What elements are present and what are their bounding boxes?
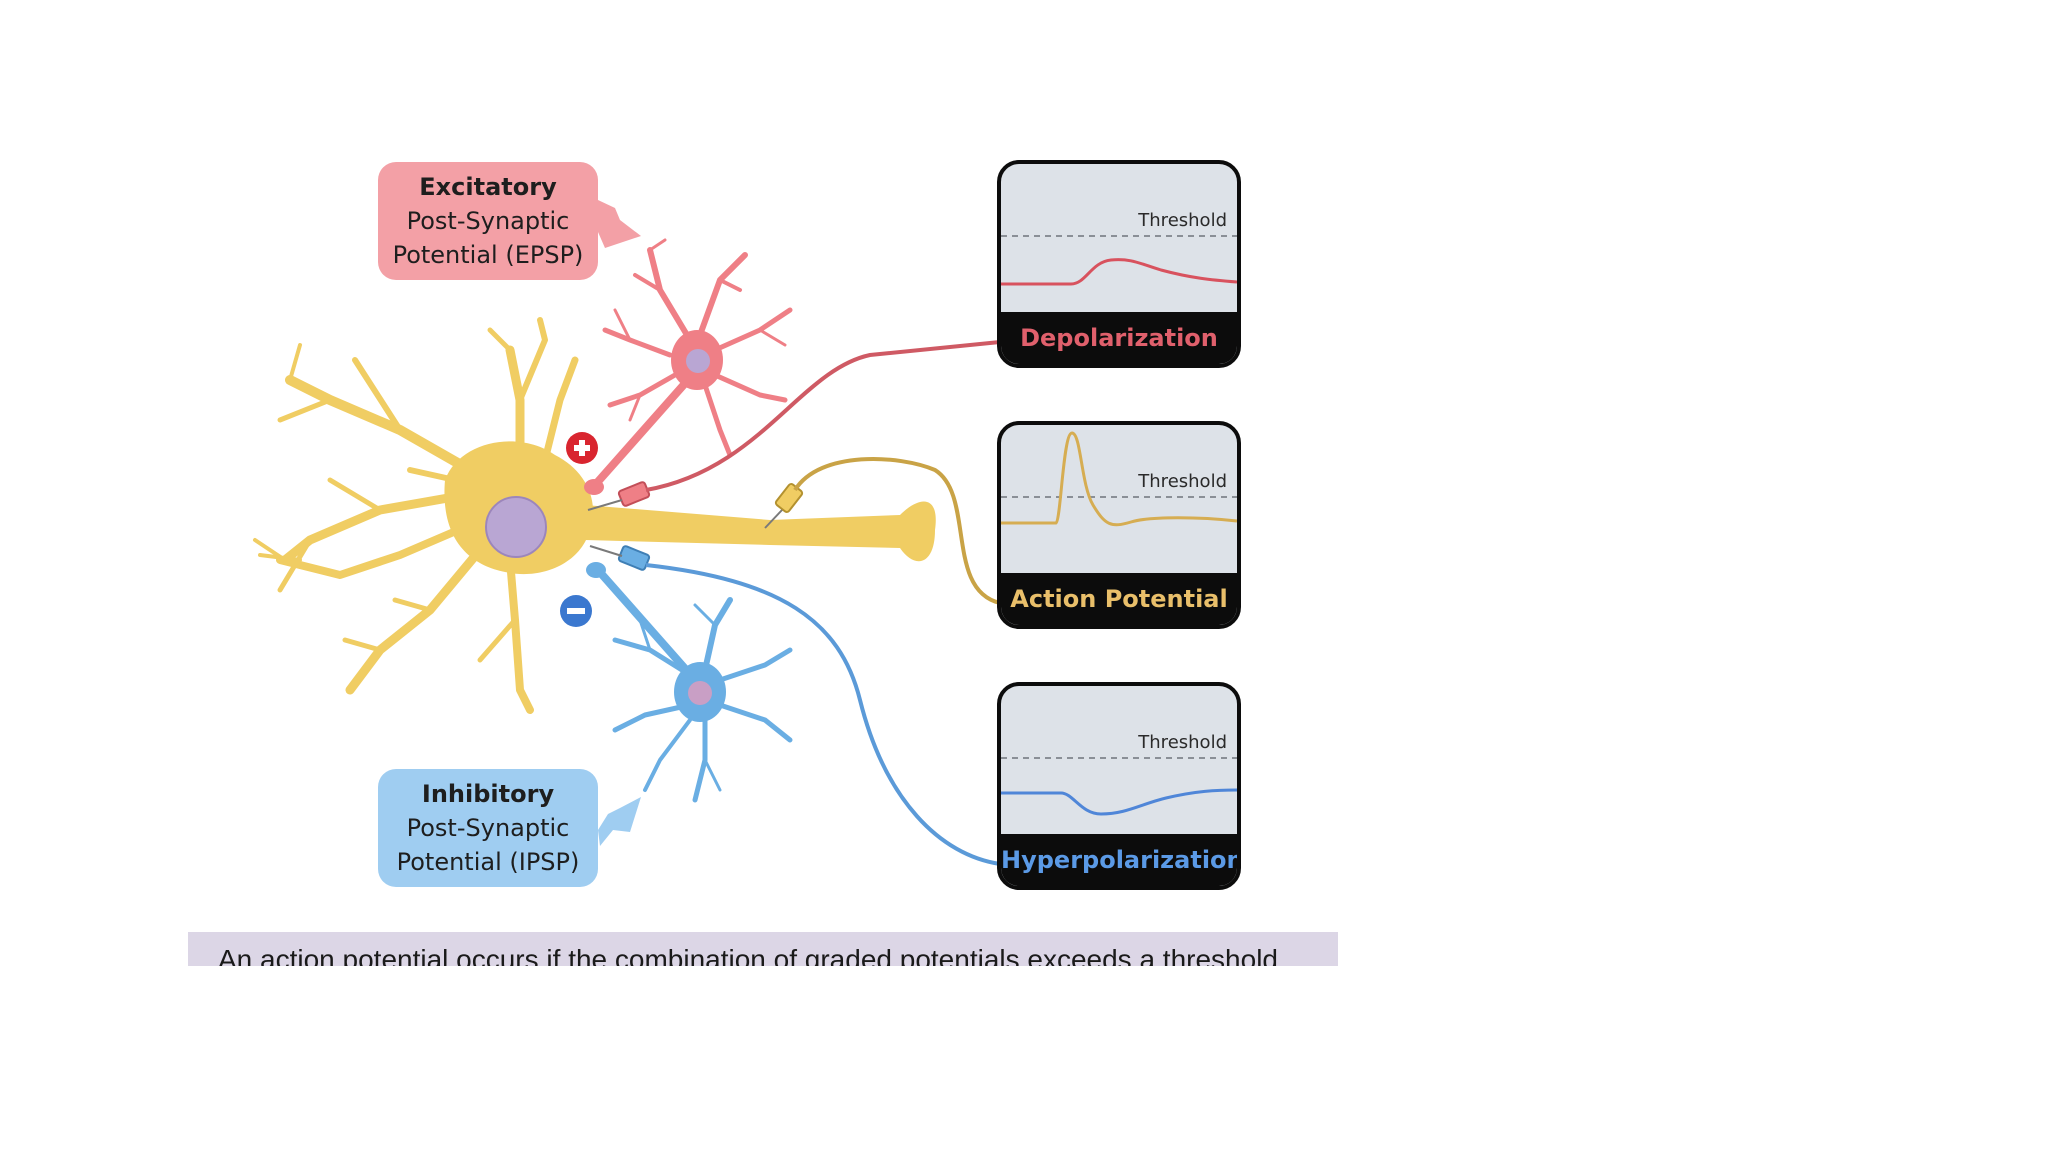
- hyperpolarization-panel: Threshold Hyperpolarization: [997, 682, 1241, 890]
- ipsp-callout: Inhibitory Post-Synaptic Potential (IPSP…: [378, 769, 598, 887]
- ipsp-line1: Post-Synaptic: [406, 814, 570, 842]
- action-potential-trace: [1001, 431, 1237, 527]
- epsp-title: Excitatory: [419, 173, 557, 201]
- ipsp-line2: Potential (IPSP): [396, 848, 580, 876]
- depolarization-label: Depolarization: [1001, 312, 1237, 364]
- hyperpolarization-label: Hyperpolarization: [1001, 834, 1237, 886]
- ipsp-arrow-icon: [598, 797, 641, 846]
- inhibitory-electrode-icon: [617, 545, 651, 571]
- minus-sign-icon: [560, 595, 592, 627]
- caption-bar: An action potential occurs if the combin…: [188, 932, 1338, 966]
- hyperpolarization-wire: [645, 563, 1001, 866]
- epsp-arrow-icon: [590, 200, 641, 248]
- action-potential-threshold-label: Threshold: [1138, 471, 1227, 492]
- plus-sign-icon: [566, 432, 598, 464]
- depolarization-panel: Threshold Depolarization: [997, 160, 1241, 368]
- excitatory-electrode-icon: [617, 481, 651, 507]
- excitatory-terminal: [584, 479, 604, 495]
- action-potential-wire: [793, 457, 1001, 605]
- main-neuron-nucleus: [485, 496, 547, 558]
- inhibitory-neuron-nucleus: [688, 681, 712, 705]
- inhibitory-terminal: [586, 562, 606, 578]
- epsp-line2: Potential (EPSP): [392, 241, 584, 269]
- depolarization-wire: [645, 340, 1001, 492]
- excitatory-neuron: [591, 238, 793, 489]
- caption-text: An action potential occurs if the combin…: [218, 944, 1278, 966]
- ipsp-title: Inhibitory: [421, 780, 555, 808]
- main-neuron: [253, 317, 579, 714]
- hyperpolarization-threshold-label: Threshold: [1138, 732, 1227, 753]
- main-neuron-axon: [585, 501, 936, 562]
- depolarization-threshold-label: Threshold: [1138, 210, 1227, 231]
- excitatory-neuron-nucleus: [686, 349, 710, 373]
- epsp-callout: Excitatory Post-Synaptic Potential (EPSP…: [378, 162, 598, 280]
- hyperpolarization-trace: [1001, 757, 1237, 816]
- action-potential-panel: Threshold Action Potential: [997, 421, 1241, 629]
- action-potential-label: Action Potential: [1001, 573, 1237, 625]
- depolarization-trace: [1001, 235, 1237, 286]
- epsp-line1: Post-Synaptic: [406, 207, 570, 235]
- inhibitory-neuron: [594, 566, 793, 803]
